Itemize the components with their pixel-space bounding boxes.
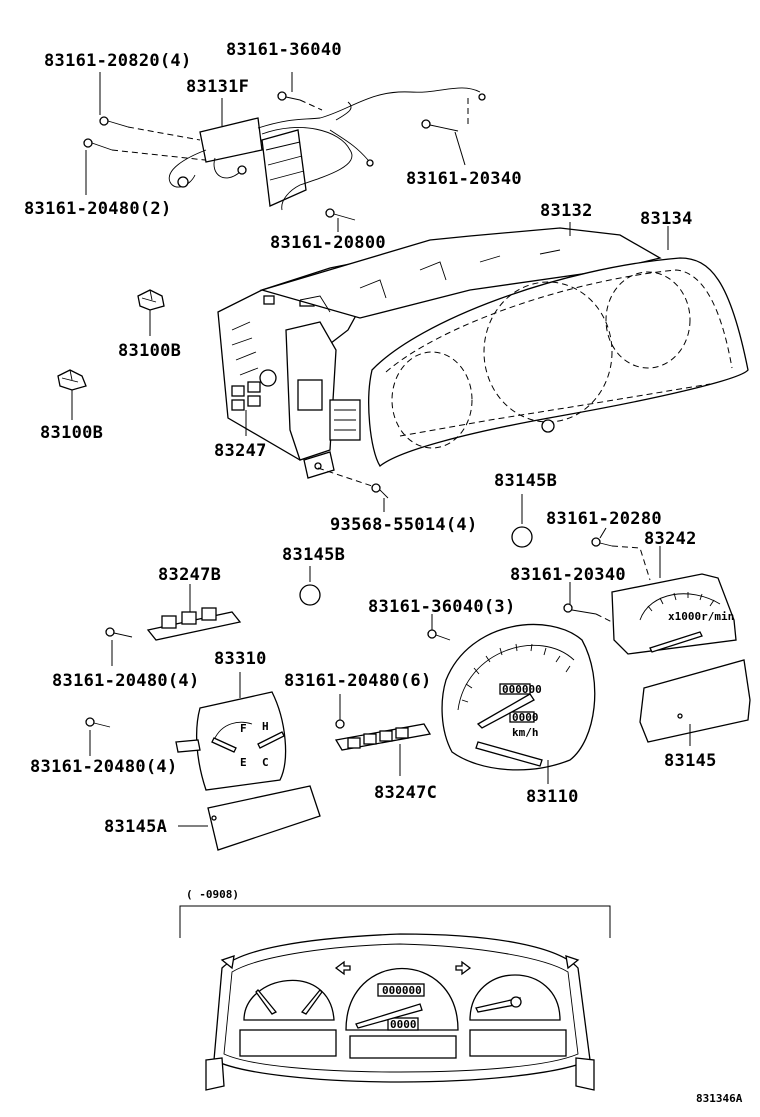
inset-cluster-0908: ( -0908) 000000 0000: [179, 888, 611, 1091]
label-83161-20480-4b: 83161-20480(4): [30, 757, 178, 777]
label-83161-20820: 83161-20820(4): [44, 51, 192, 71]
label-83100b-upper: 83100B: [118, 341, 181, 361]
label-83161-20800: 83161-20800: [270, 233, 386, 253]
bulb-83145b-right: [511, 494, 533, 548]
fuel-temp-gauge-83310: F E H C: [85, 672, 287, 791]
label-83161-20480-4a: 83161-20480(4): [52, 671, 200, 691]
part-labels: 83161-20820(4) 83161-36040 83131F 83161-…: [24, 40, 717, 837]
label-83247: 83247: [214, 441, 267, 461]
label-83161-20480-2: 83161-20480(2): [24, 199, 172, 219]
label-83161-20340-mid: 83161-20340: [510, 565, 626, 585]
speed-unit-text: km/h: [512, 726, 539, 739]
label-83110: 83110: [526, 787, 579, 807]
diagram-code: 831346A: [696, 1092, 743, 1105]
label-83161-20280: 83161-20280: [546, 509, 662, 529]
label-83161-20480-6: 83161-20480(6): [284, 671, 432, 691]
combination-meter-case: [217, 222, 749, 512]
clip-83100b-lower: [57, 369, 87, 420]
wire-harness-83131f: [168, 87, 486, 211]
label-83161-36040: 83161-36040: [226, 40, 342, 60]
label-93568-55014: 93568-55014(4): [330, 515, 478, 535]
label-83310: 83310: [214, 649, 267, 669]
trip-text: 0000: [512, 711, 539, 724]
label-83145b-right: 83145B: [494, 471, 557, 491]
tach-unit-text: x1000r/min: [668, 610, 734, 623]
turn-left-icon: [334, 960, 351, 976]
inset-range-label: ( -0908): [186, 888, 239, 901]
temp-c-text: C: [262, 756, 269, 769]
label-83145: 83145: [664, 751, 717, 771]
speedometer-83110: 000000 0000 km/h: [427, 614, 596, 784]
inset-trip-text: 0000: [390, 1018, 417, 1031]
label-83134: 83134: [640, 209, 693, 229]
printed-circuit-83247c: [334, 694, 432, 776]
label-83145a: 83145A: [104, 817, 167, 837]
inset-odometer-text: 000000: [382, 984, 422, 997]
fuel-f-text: F: [240, 722, 247, 735]
temp-h-text: H: [262, 720, 269, 733]
label-83161-36040-3: 83161-36040(3): [368, 597, 516, 617]
bulb-83145b-left: [299, 566, 321, 606]
label-83161-20340-top: 83161-20340: [406, 169, 522, 189]
label-83247b: 83247B: [158, 565, 221, 585]
label-83132: 83132: [540, 201, 593, 221]
label-83145b-left: 83145B: [282, 545, 345, 565]
tachometer-83242: x1000r/min: [563, 527, 737, 655]
fuel-e-text: E: [240, 756, 247, 769]
lens-83145a: [178, 785, 321, 851]
printed-circuit-83247b: [105, 584, 242, 666]
label-83247c: 83247C: [374, 783, 437, 803]
odometer-text: 000000: [502, 683, 542, 696]
label-83131f: 83131F: [186, 77, 249, 97]
turn-right-icon: [455, 960, 472, 976]
label-83100b-lower: 83100B: [40, 423, 103, 443]
screw-group-top: [83, 72, 469, 232]
lens-83145: [639, 659, 751, 746]
clip-83100b-upper: [137, 289, 165, 336]
label-83242: 83242: [644, 529, 697, 549]
